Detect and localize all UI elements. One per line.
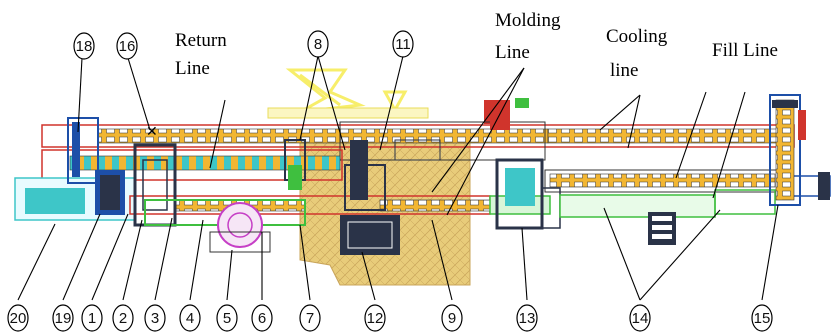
cooling-line-label-1: Cooling [606,26,668,47]
green-block [515,98,529,108]
return-line-label-2: Line [175,58,210,79]
callout-5: 5 [216,304,238,332]
elevator-15 [769,94,806,206]
callout-16: 16 [116,32,138,60]
machine-8 [284,139,386,211]
callout-16-text: 16 [119,38,136,55]
callouts-top: 18 16 8 11 [73,30,414,60]
callout-15-text: 15 [754,310,771,327]
callout-6-text: 6 [258,310,266,327]
cooling-line-label-2: line [610,60,639,81]
callout-18: 18 [73,32,95,60]
return-conveyor [41,149,343,181]
callout-4-text: 4 [186,310,194,327]
callout-2: 2 [112,304,134,332]
callout-1: 1 [81,304,103,332]
molding-line-label-1: Molding [495,10,561,31]
callout-2-text: 2 [119,310,127,327]
fill-frames [559,189,776,245]
callout-9: 9 [441,304,463,332]
leader-lines [17,55,779,301]
return-line-label-1: Return [175,30,227,51]
left-equipment: ✕ [67,117,177,227]
molding-line-label-2: Line [495,42,530,63]
section-labels: Return Line Molding Line Cooling line Fi… [175,10,778,81]
callout-6: 6 [251,304,273,332]
callout-15: 15 [751,304,773,332]
callout-9-text: 9 [448,310,456,327]
callout-20: 20 [7,304,29,332]
callout-13: 13 [516,304,538,332]
callout-14-text: 14 [632,310,649,327]
callout-3-text: 3 [151,310,159,327]
rotary-unit [209,202,271,253]
callouts-bottom: 20 19 1 2 3 4 5 6 7 12 9 13 14 15 [7,304,773,332]
hopper-frame [267,68,429,119]
callout-19-text: 19 [55,310,72,327]
callout-3: 3 [144,304,166,332]
callout-8-text: 8 [314,36,322,53]
callout-12-text: 12 [367,310,384,327]
callout-14: 14 [629,304,651,332]
callout-7-text: 7 [306,310,314,327]
callout-12: 12 [364,304,386,332]
callout-7: 7 [299,304,321,332]
machine-12 [340,139,441,255]
callout-8: 8 [307,30,329,58]
callout-18-text: 18 [76,38,93,55]
callout-13-text: 13 [519,310,536,327]
callout-5-text: 5 [223,310,231,327]
callout-1-text: 1 [88,310,96,327]
callout-11: 11 [392,30,414,58]
callout-19: 19 [52,304,74,332]
svg-text:✕: ✕ [146,125,158,140]
fill-conveyor [544,169,831,200]
callout-11-text: 11 [395,36,411,53]
callout-20-text: 20 [10,310,27,327]
fill-line-label: Fill Line [712,40,778,61]
machine-13 [490,110,561,230]
callout-4: 4 [179,304,201,332]
